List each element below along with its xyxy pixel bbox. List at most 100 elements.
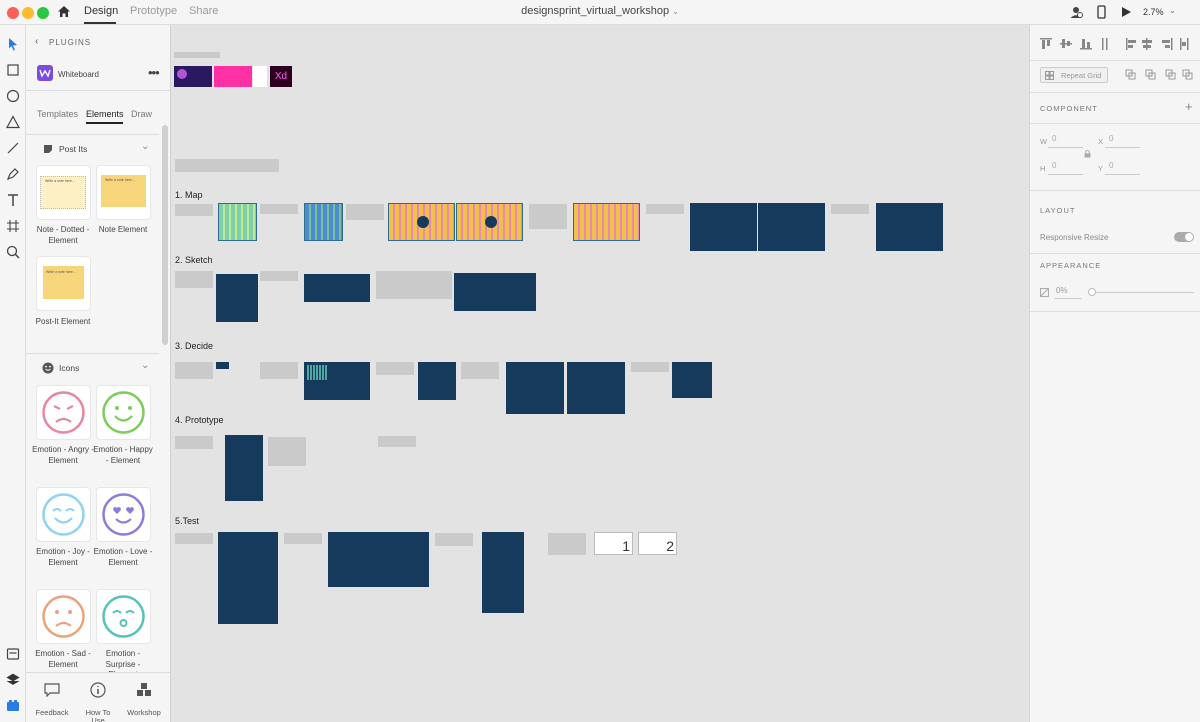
pen-tool-icon[interactable] <box>5 166 21 182</box>
test-artboard[interactable] <box>328 532 429 587</box>
map-artboard[interactable] <box>304 203 343 241</box>
post-its-section-header[interactable]: Post Its ⌄ <box>26 134 159 160</box>
emotion-angry-card[interactable] <box>37 386 90 439</box>
play-icon[interactable] <box>1121 6 1132 18</box>
x-field[interactable]: 0 <box>1105 134 1140 148</box>
artboard-thumbnail[interactable] <box>253 66 267 87</box>
tab-elements[interactable]: Elements <box>86 109 124 119</box>
emotion-surprise-card[interactable] <box>97 590 150 643</box>
ellipse-tool-icon[interactable] <box>5 88 21 104</box>
workshop-button[interactable]: Workshop <box>123 673 165 722</box>
map-artboard[interactable] <box>218 203 257 241</box>
sticky-note[interactable] <box>268 437 306 466</box>
polygon-tool-icon[interactable] <box>5 114 21 130</box>
map-artboard[interactable] <box>758 203 825 251</box>
zoom-tool-icon[interactable] <box>5 244 21 260</box>
rectangle-tool-icon[interactable] <box>5 62 21 78</box>
zoom-level[interactable]: 2.7% <box>1143 7 1164 17</box>
maximize-window-button[interactable] <box>37 7 49 19</box>
artboard-tool-icon[interactable] <box>5 218 21 234</box>
sticky-note[interactable] <box>378 436 416 447</box>
sticky-note[interactable] <box>260 271 298 281</box>
sticky-note[interactable] <box>174 52 220 58</box>
width-field[interactable]: 0 <box>1048 134 1083 148</box>
emotion-happy-card[interactable] <box>97 386 150 439</box>
sticky-note[interactable] <box>260 204 298 214</box>
height-field[interactable]: 0 <box>1048 161 1083 175</box>
tab-design[interactable]: Design <box>84 5 119 17</box>
share-user-icon[interactable] <box>1069 5 1083 19</box>
repeat-grid-button[interactable]: Repeat Grid <box>1040 67 1108 83</box>
select-tool-icon[interactable] <box>5 36 21 52</box>
emotion-love-card[interactable] <box>97 488 150 541</box>
text-tool-icon[interactable] <box>5 192 21 208</box>
decide-artboard[interactable] <box>418 362 456 400</box>
tab-draw[interactable]: Draw <box>131 109 153 119</box>
sketch-artboard[interactable] <box>304 274 370 302</box>
prototype-artboard[interactable] <box>225 435 263 501</box>
sticky-note[interactable] <box>376 362 414 375</box>
test-artboard[interactable] <box>482 532 524 613</box>
sticky-note[interactable] <box>646 204 684 214</box>
sticky-note[interactable] <box>346 204 384 220</box>
plugin-more-icon[interactable]: ••• <box>148 65 160 80</box>
decide-artboard[interactable] <box>567 362 625 414</box>
sticky-note[interactable] <box>529 204 567 229</box>
sticky-note[interactable] <box>175 271 213 288</box>
design-canvas[interactable]: Xd 1. Map 2. Sketch 3. Decide 4. Prototy… <box>171 25 1029 722</box>
minimize-window-button[interactable] <box>22 7 34 19</box>
chevron-down-icon[interactable]: ⌄ <box>141 360 150 371</box>
back-chevron-icon[interactable]: ‹ <box>35 36 39 47</box>
sticky-note[interactable] <box>175 204 213 216</box>
numbered-board[interactable]: 1 <box>594 532 633 555</box>
plugins-icon[interactable] <box>5 698 21 714</box>
decide-artboard[interactable] <box>216 362 229 369</box>
artboard-thumbnail[interactable] <box>174 66 212 87</box>
chevron-down-icon[interactable]: ⌄ <box>141 141 150 152</box>
sketch-artboard[interactable] <box>216 274 258 322</box>
layers-icon[interactable] <box>5 672 21 688</box>
emotion-sad-card[interactable] <box>37 590 90 643</box>
opacity-slider-track[interactable] <box>1090 292 1194 293</box>
sticky-note[interactable] <box>631 362 669 372</box>
boolean-ops-icons[interactable] <box>1125 69 1195 81</box>
tab-share[interactable]: Share <box>189 5 219 17</box>
lock-icon[interactable] <box>1084 150 1091 158</box>
sticky-note[interactable] <box>831 204 869 214</box>
how-to-use-button[interactable]: How To Use <box>78 673 118 722</box>
sticky-note[interactable] <box>175 159 279 172</box>
emotion-joy-card[interactable] <box>37 488 90 541</box>
add-component-icon[interactable]: + <box>1185 99 1193 114</box>
numbered-board[interactable]: 2 <box>638 532 677 555</box>
sticky-note[interactable] <box>175 436 213 449</box>
feedback-button[interactable]: Feedback <box>32 673 72 722</box>
responsive-resize-toggle[interactable] <box>1174 232 1194 242</box>
sticky-note[interactable] <box>548 533 586 555</box>
line-tool-icon[interactable] <box>5 140 21 156</box>
sticky-note[interactable] <box>175 362 213 379</box>
note-element-card[interactable]: Write a note here... <box>97 166 150 219</box>
decide-artboard[interactable] <box>506 362 564 414</box>
map-artboard[interactable] <box>573 203 640 241</box>
sticky-note[interactable] <box>376 271 452 299</box>
map-artboard[interactable] <box>876 203 943 251</box>
y-field[interactable]: 0 <box>1105 161 1140 175</box>
sticky-note[interactable] <box>175 533 213 544</box>
map-artboard[interactable] <box>456 203 523 241</box>
assets-icon[interactable] <box>5 646 21 662</box>
sticky-note[interactable] <box>260 362 298 379</box>
artboard-thumbnail[interactable] <box>214 66 252 87</box>
panel-scrollbar[interactable] <box>162 125 168 345</box>
home-icon[interactable] <box>57 5 71 18</box>
sketch-artboard[interactable] <box>454 273 536 311</box>
tab-prototype[interactable]: Prototype <box>130 5 178 17</box>
document-title[interactable]: designsprint_virtual_workshop ⌄ <box>0 5 1200 17</box>
icons-section-header[interactable]: Icons ⌄ <box>26 353 159 379</box>
opacity-field[interactable]: 0% <box>1054 286 1082 299</box>
test-artboard[interactable] <box>218 532 278 624</box>
map-artboard[interactable] <box>388 203 455 241</box>
post-it-element-card[interactable]: Write a note here... <box>37 257 90 310</box>
zoom-chevron-icon[interactable]: ⌄ <box>1169 6 1176 15</box>
map-artboard[interactable] <box>690 203 757 251</box>
sticky-note[interactable] <box>461 362 499 379</box>
